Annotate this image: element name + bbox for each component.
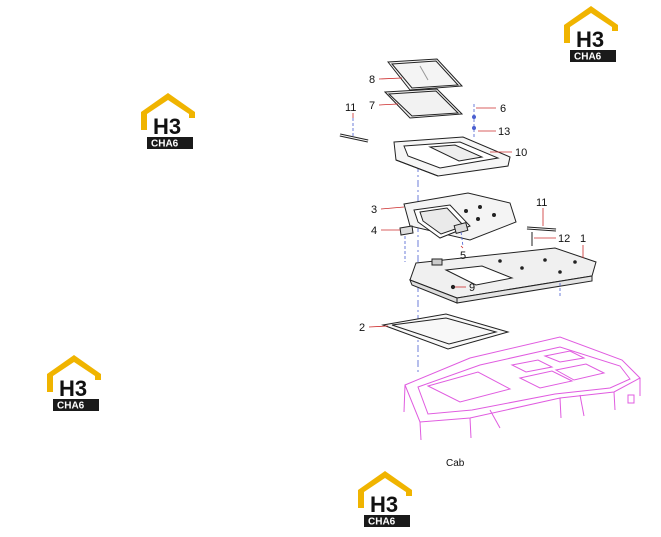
logo-word: CHA6 xyxy=(574,52,602,63)
logo-mark: H3 xyxy=(370,492,398,517)
logo-roof-icon xyxy=(47,355,101,392)
watermark-logo-bottom-center: H3 CHA6 xyxy=(354,468,416,530)
callout-9: 9 xyxy=(469,282,475,294)
logo-roof-icon xyxy=(141,93,195,130)
callout-11-upper: 11 xyxy=(345,102,356,114)
part-2-seal xyxy=(381,313,510,350)
logo-word: CHA6 xyxy=(151,139,179,150)
callout-1: 1 xyxy=(580,233,586,245)
callout-11-lower: 11 xyxy=(536,197,547,209)
part-10-frame xyxy=(393,136,511,177)
leader-lines xyxy=(352,77,584,328)
part-8-glass xyxy=(387,58,464,91)
callout-7: 7 xyxy=(369,100,375,112)
part-7-glass xyxy=(383,88,464,119)
cab-roof xyxy=(403,336,641,441)
callout-12: 12 xyxy=(558,233,570,245)
logo-word: CHA6 xyxy=(57,401,85,412)
part-1-headliner xyxy=(409,247,597,304)
part-3-panel xyxy=(403,192,517,241)
callout-10: 10 xyxy=(515,147,527,159)
part-5-latch xyxy=(453,221,469,247)
callout-8: 8 xyxy=(369,74,375,86)
diagram-caption: Cab xyxy=(446,458,465,469)
callout-3: 3 xyxy=(371,204,377,216)
logo-roof-icon xyxy=(564,6,618,43)
watermark-logo-left-lower: H3 CHA6 xyxy=(43,352,105,414)
callout-2: 2 xyxy=(359,322,365,334)
watermark-logo-left-upper: H3 CHA6 xyxy=(137,90,199,152)
callout-5: 5 xyxy=(460,250,466,262)
part-11-rod-lower xyxy=(526,226,557,246)
callout-6: 6 xyxy=(500,103,506,115)
callout-13: 13 xyxy=(498,126,510,138)
logo-mark: H3 xyxy=(153,114,181,139)
part-4-clip xyxy=(399,225,414,262)
watermark-logo-top-right: H3 CHA6 xyxy=(560,3,622,65)
part-6-13-fasteners xyxy=(471,104,476,138)
logo-word: CHA6 xyxy=(368,517,396,528)
part-1-mount-stub xyxy=(431,258,561,297)
logo-roof-icon xyxy=(358,471,412,508)
logo-mark: H3 xyxy=(59,376,87,401)
callout-4: 4 xyxy=(371,225,377,237)
logo-mark: H3 xyxy=(576,27,604,52)
part-11-rod-upper xyxy=(339,118,369,143)
